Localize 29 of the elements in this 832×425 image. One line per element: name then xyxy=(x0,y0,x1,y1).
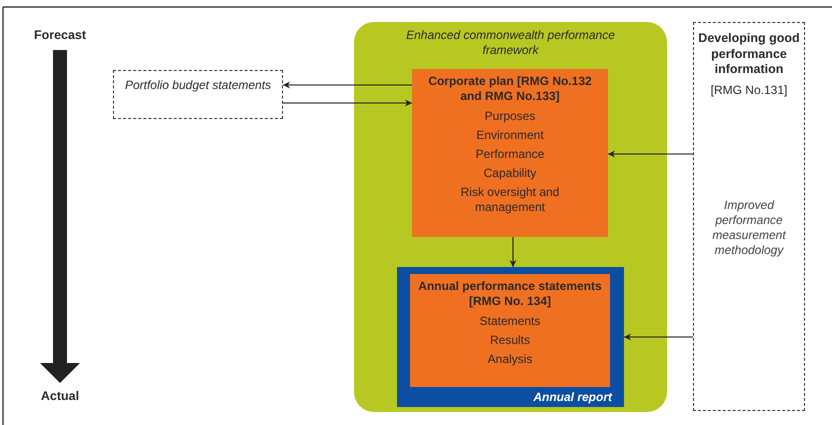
box-text: Risk oversight and management xyxy=(460,185,560,215)
box-heading: Portfolio budget statements xyxy=(124,78,272,93)
box-text: Analysis xyxy=(486,352,534,367)
axis-label: Forecast xyxy=(34,28,86,42)
box-heading: Annual performance statements [RMG No. 134] xyxy=(417,279,603,309)
box-text: Purposes xyxy=(484,109,536,124)
box-text: Statements xyxy=(478,314,542,329)
box-text: Improved performance measurement methodology xyxy=(711,198,787,258)
arrow xyxy=(624,334,693,340)
arrow xyxy=(283,82,412,88)
process-box xyxy=(412,69,608,237)
arrow xyxy=(608,150,693,158)
dashed-box xyxy=(113,70,283,119)
process-box xyxy=(410,274,610,387)
box-text: Performance xyxy=(474,147,546,162)
arrow xyxy=(283,100,412,106)
box-text: [RMG No.131] xyxy=(710,82,788,98)
axis-label: Actual xyxy=(40,389,80,403)
box-heading: Enhanced commonwealth performance framework xyxy=(405,28,616,58)
panel-caption: Annual report xyxy=(533,390,612,405)
box-text: Environment xyxy=(475,128,545,143)
framework-panel xyxy=(354,22,667,412)
dashed-box xyxy=(693,22,805,411)
report-panel xyxy=(397,267,624,407)
box-heading: Developing good performance information xyxy=(698,31,800,78)
box-text: Results xyxy=(488,333,531,348)
arrow xyxy=(510,237,516,267)
box-heading: Corporate plan [RMG No.132 and RMG No.133] xyxy=(427,74,593,104)
box-text: Capability xyxy=(482,166,538,181)
